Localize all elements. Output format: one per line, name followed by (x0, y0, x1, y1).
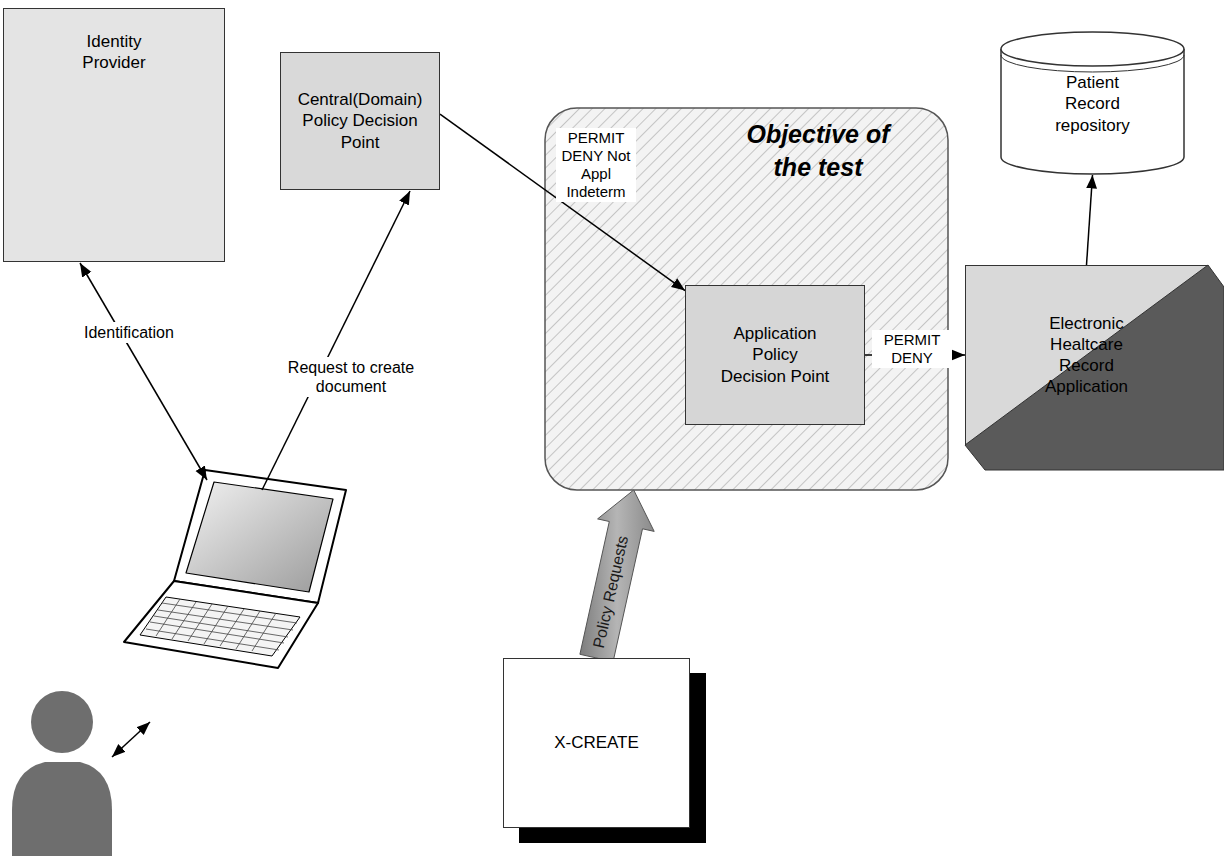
line-label: Request to create document (280, 357, 422, 397)
line-label: Identification (82, 322, 176, 343)
box-side (965, 265, 1224, 470)
node-text: Application Policy Decision Point (720, 323, 830, 387)
cylinder-body (1001, 49, 1184, 174)
decision-label: PERMIT DENY (872, 330, 952, 368)
decision-label: PERMIT DENY Not Appl Indeterm (556, 128, 636, 202)
arrow-label: Policy Requests (590, 534, 632, 650)
tool-box: X-CREATE (503, 658, 690, 828)
user-link (112, 722, 150, 757)
request-arrow (580, 490, 654, 662)
cylinder-top (1001, 32, 1184, 66)
database-cylinder: Patient Record repository (1000, 30, 1185, 175)
node-text: X-CREATE (522, 732, 672, 753)
node-text: Identity Provider (64, 31, 164, 74)
process-box: Application Policy Decision Point (685, 285, 865, 425)
node-text: Electronic Healtcare Record Application (1024, 313, 1149, 398)
process-box: Central(Domain) Policy Decision Point (280, 52, 440, 190)
identification-line (80, 263, 207, 480)
person (12, 691, 112, 856)
test-region (545, 108, 948, 490)
connector (440, 114, 685, 291)
connector (1087, 175, 1093, 265)
laptop (124, 470, 346, 668)
request-line (262, 191, 410, 490)
node-text: Central(Domain) Policy Decision Point (293, 89, 428, 153)
cylinder-rim (1001, 55, 1184, 72)
node-text: Patient Record repository (1043, 72, 1143, 136)
provider-box: Identity Provider (3, 8, 225, 262)
region-title: Objective of the test (733, 118, 903, 183)
application-box: Electronic Healtcare Record Application (965, 265, 1208, 445)
